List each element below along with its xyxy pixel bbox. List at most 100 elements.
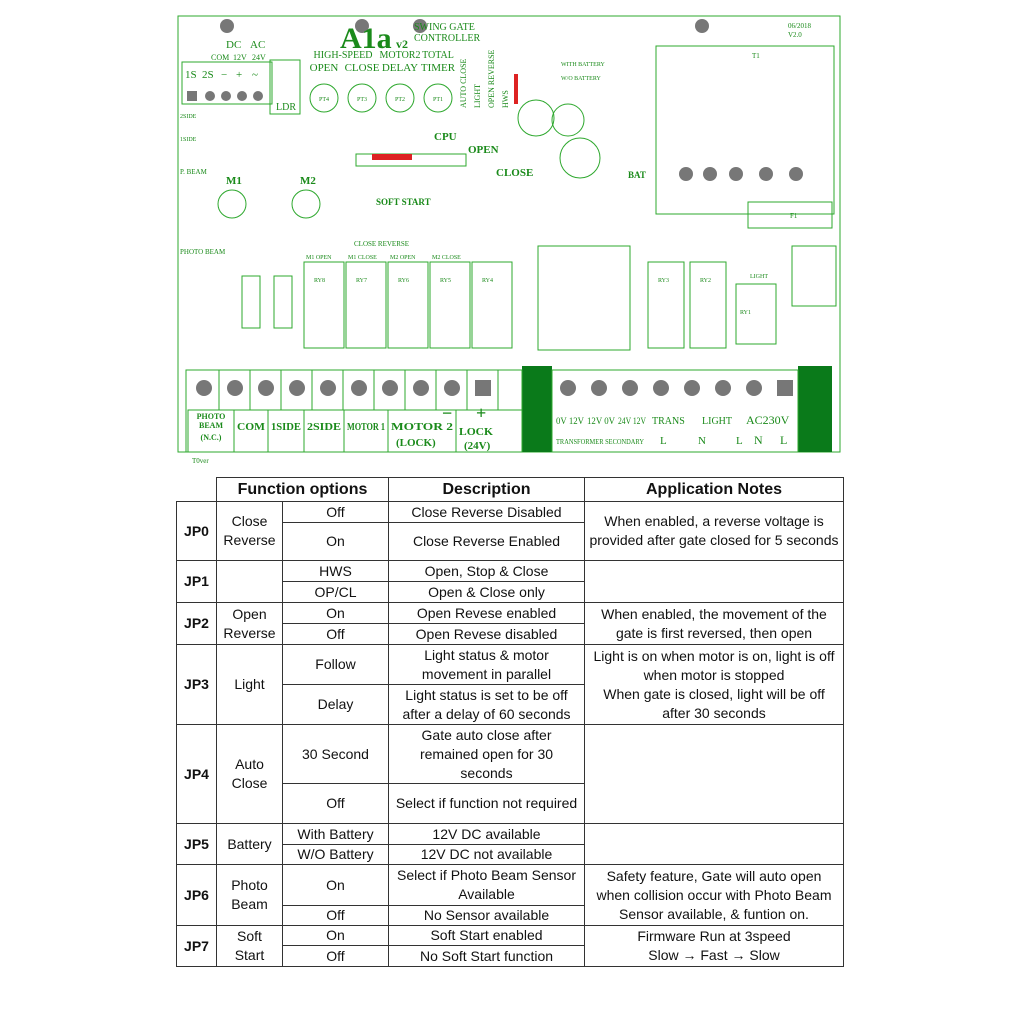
description-cell: Close Reverse Enabled <box>388 522 585 561</box>
header-function-options: Function options <box>216 477 389 502</box>
jumper-id: JP6 <box>176 864 217 926</box>
connector-pad <box>237 91 247 101</box>
relay-label: RY4 <box>482 278 493 284</box>
transformer-pad <box>703 167 717 181</box>
note-text: Light is on when motor is on, light is o… <box>593 647 835 683</box>
close-reverse-label: CLOSE REVERSE <box>354 240 409 248</box>
notes-cell: When enabled, the movement of the gate i… <box>584 602 844 645</box>
transformer-outline <box>655 45 835 215</box>
power-pin-24v: 24V <box>252 53 266 62</box>
trans-pin: L <box>660 435 667 447</box>
option-cell: With Battery <box>282 823 389 845</box>
heatsink <box>798 366 832 452</box>
transformer-pad <box>729 167 743 181</box>
relay <box>429 261 471 349</box>
transformer-pad <box>789 167 803 181</box>
notes-cell: When enabled, a reverse voltage is provi… <box>584 501 844 561</box>
resistor-r21 <box>273 275 293 329</box>
option-cell: 30 Second <box>282 724 389 784</box>
option-cell: HWS <box>282 560 389 582</box>
potentiometer-motor <box>217 189 247 219</box>
description-cell: Light status & motor movement in paralle… <box>388 644 585 685</box>
bat-label: BAT <box>628 170 646 180</box>
ac-pin: N <box>754 433 763 447</box>
relay <box>647 261 685 349</box>
jp-label-auto-close: AUTO CLOSE <box>459 58 468 108</box>
terminal-label: 1SIDE <box>271 421 301 433</box>
terminal-screw <box>444 380 460 396</box>
trans-label: TRANS <box>652 416 685 427</box>
pot-label: PT2 <box>395 97 405 103</box>
terminal-label: LOCK <box>459 426 493 438</box>
terminal-screw <box>777 380 793 396</box>
terminal-screw <box>653 380 669 396</box>
relay <box>345 261 387 349</box>
ac230v-label: AC230V <box>746 413 790 427</box>
capacitor-e1 <box>559 137 601 179</box>
jumper-id: JP7 <box>176 925 217 967</box>
jumper-id: JP2 <box>176 602 217 645</box>
note-text: Safety feature, Gate will auto open when… <box>596 867 832 922</box>
resistor-r18 <box>241 275 261 329</box>
notes-cell: Safety feature, Gate will auto open when… <box>584 864 844 926</box>
terminal-label: PHOTO BEAM <box>196 412 226 430</box>
pot-header-line2: TIMER <box>421 62 456 74</box>
pot-label: PT3 <box>357 97 367 103</box>
notes-cell <box>584 560 844 603</box>
terminal-screw <box>258 380 274 396</box>
transformer-label: T1 <box>752 52 760 60</box>
pot-header-line2: DELAY <box>382 62 418 74</box>
fuse-label: F1 <box>790 212 798 220</box>
side-label-pbeam: P. BEAM <box>180 168 208 176</box>
relay <box>471 261 513 349</box>
option-cell: Off <box>282 783 389 824</box>
option-cell: On <box>282 864 389 906</box>
relay-tag: M1 CLOSE <box>348 255 377 261</box>
option-cell: OP/CL <box>282 581 389 603</box>
terminal-label-sub: (N.C.) <box>200 433 222 442</box>
option-cell: Off <box>282 623 389 645</box>
pot-header-line1: MOTOR2 <box>380 50 421 61</box>
battery-opt-without: W/O BATTERY <box>561 76 601 82</box>
input-pin-2s: 2S <box>202 69 214 81</box>
potentiometer-pt1 <box>423 83 453 113</box>
mounting-hole <box>413 19 427 33</box>
relay-tag: M1 OPEN <box>306 255 332 261</box>
soft-start-label: SOFT START <box>376 197 431 207</box>
jumper-function-table: Function options Description Application… <box>176 477 844 967</box>
blank-header <box>176 477 217 502</box>
terminal-screw <box>715 380 731 396</box>
mounting-hole <box>695 19 709 33</box>
description-cell: Open & Close only <box>388 581 585 603</box>
terminal-screw <box>413 380 429 396</box>
notes-cell: Light is on when motor is on, light is o… <box>584 644 844 725</box>
terminal-screw <box>289 380 305 396</box>
description-cell: 12V DC available <box>388 823 585 845</box>
trans-pin: N <box>698 435 706 447</box>
ldr-label: LDR <box>276 102 296 113</box>
option-cell: Delay <box>282 684 389 725</box>
header-application-notes: Application Notes <box>584 477 844 502</box>
side-label-1side: 1SIDE <box>180 137 197 143</box>
pot-header-line1: TOTAL <box>422 50 454 61</box>
transformer-pad <box>679 167 693 181</box>
lock-minus: − <box>442 403 452 423</box>
relay-label: RY7 <box>356 278 367 284</box>
jumper-id: JP4 <box>176 724 217 824</box>
side-label-photo-beam: PHOTO BEAM <box>180 248 226 256</box>
relay-label: RY2 <box>700 278 711 284</box>
terminal-screw <box>475 380 491 396</box>
bridge-rectifier-d8 <box>537 245 631 351</box>
potentiometer-pt4 <box>309 83 339 113</box>
light-relay-label: LIGHT <box>750 274 768 280</box>
jumper-wire-red <box>372 154 412 160</box>
terminal-screw <box>320 380 336 396</box>
board-subtitle-1: SWING GATE <box>414 22 475 33</box>
